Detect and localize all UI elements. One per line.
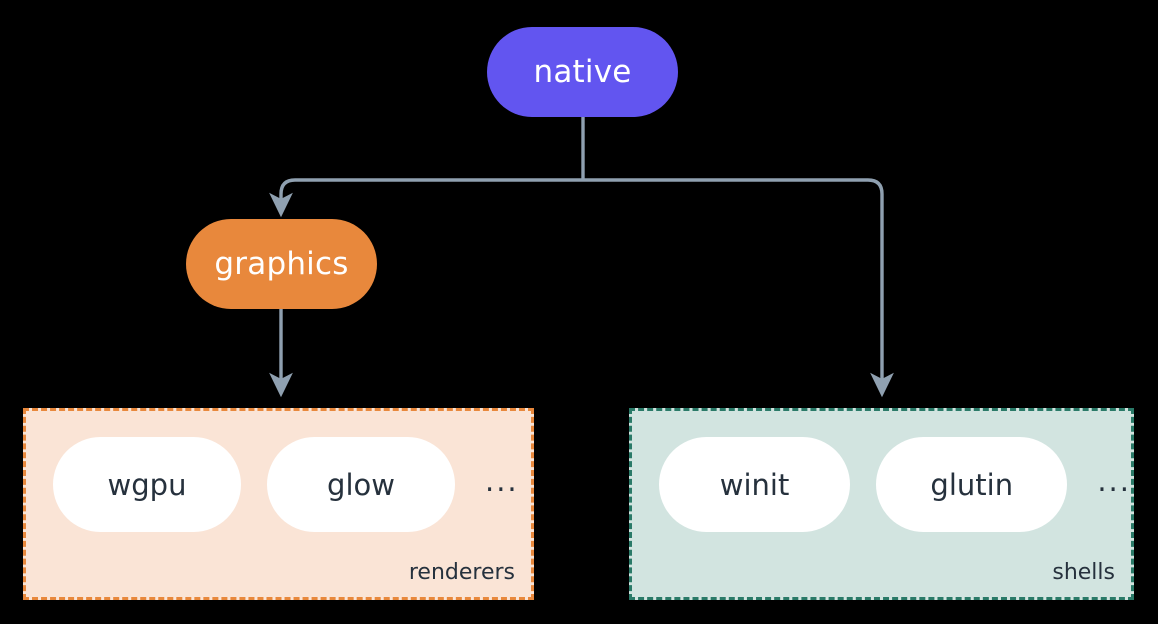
cluster-shells-label: shells [1052,560,1115,585]
node-graphics-label: graphics [214,246,349,282]
shells-overflow-ellipsis: ... [1097,464,1131,498]
leaf-glutin-label: glutin [930,467,1014,502]
renderers-overflow-ellipsis: ... [485,464,519,498]
leaf-glutin[interactable]: glutin [876,437,1068,532]
cluster-shells: winit glutin ... shells [629,408,1134,600]
leaf-glow[interactable]: glow [267,437,455,532]
leaf-glow-label: glow [327,467,395,502]
leaf-wgpu-label: wgpu [107,467,187,502]
cluster-shells-items: winit glutin ... [632,411,1131,532]
cluster-renderers-label: renderers [408,560,515,585]
cluster-renderers: wgpu glow ... renderers [23,408,534,600]
node-native[interactable]: native [487,27,678,117]
node-native-label: native [533,54,632,90]
leaf-winit-label: winit [719,467,790,502]
leaf-wgpu[interactable]: wgpu [53,437,241,532]
leaf-winit[interactable]: winit [659,437,851,532]
node-graphics[interactable]: graphics [186,219,377,309]
edge-native-to-shells [583,178,894,398]
edge-native-to-graphics [269,178,583,218]
cluster-renderers-items: wgpu glow ... [26,411,531,532]
